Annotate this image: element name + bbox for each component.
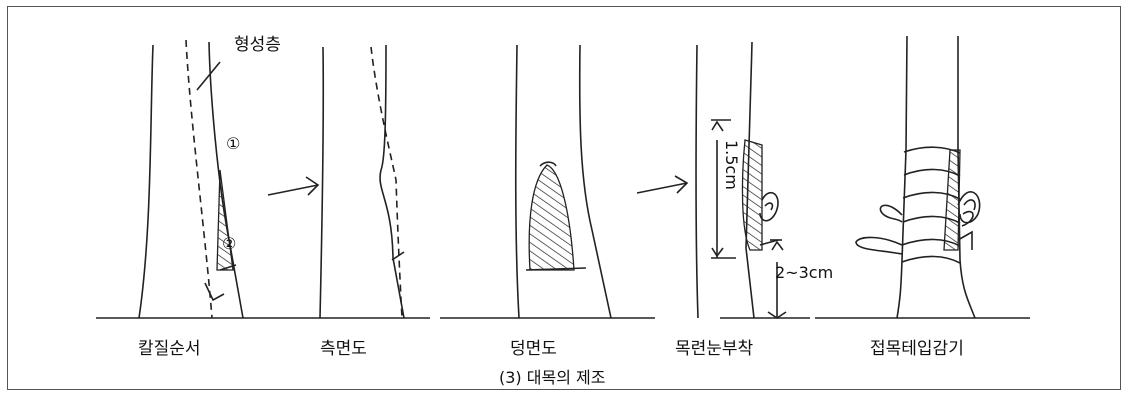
drawing-cut-order (138, 39, 244, 319)
step-label-tape-wrap: 접목테입감기 (870, 339, 964, 359)
drawing-front-view (514, 44, 612, 319)
drawing-tape-wrap (855, 35, 981, 319)
drawing-bud-attach (695, 41, 787, 319)
arrow-2 (636, 175, 689, 194)
length-label-2: 2~3cm (775, 263, 834, 282)
figure-caption: (3) 대목의 제조 (499, 368, 606, 387)
arrow-1 (267, 176, 320, 196)
marker-2: ② (222, 234, 237, 253)
drawing-side-view (319, 44, 405, 319)
length-label-1: 1.5cm (722, 140, 741, 190)
cambium-label: 형성층 (234, 35, 281, 55)
marker-1: ① (226, 134, 241, 153)
step-label-front-view: 덩면도 (510, 339, 557, 359)
step-label-bud-attach: 목련눈부착 (675, 339, 754, 359)
figure-border (7, 6, 1121, 390)
step-label-side-view: 측면도 (320, 339, 367, 359)
step-label-cut-order: 칼질순서 (138, 339, 201, 359)
